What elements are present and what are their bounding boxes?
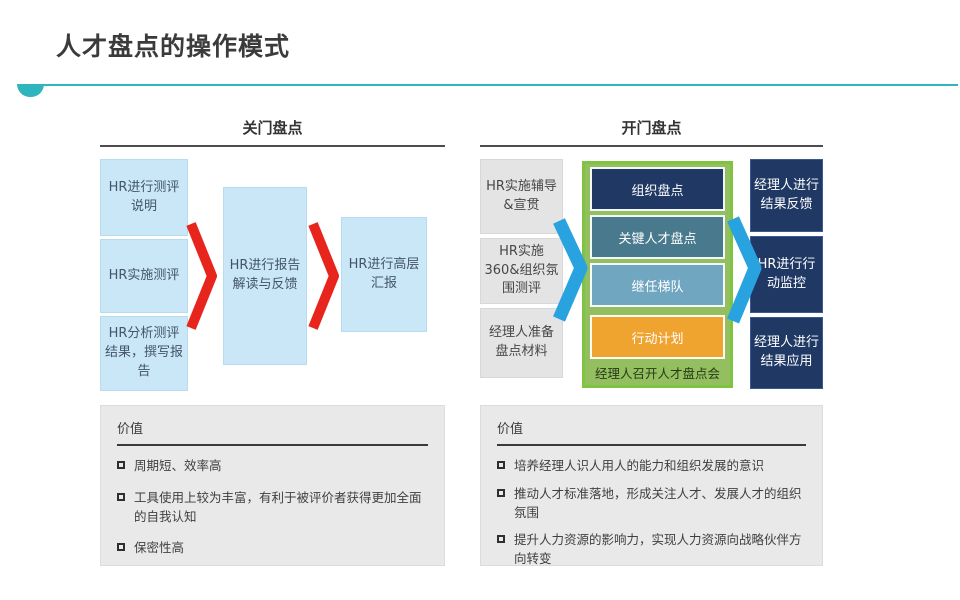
checkbox-bullet-icon: [497, 535, 505, 544]
meeting-item-key-talent-review: 关键人才盘点: [590, 215, 725, 259]
closed-value-item: 工具使用上较为丰富，有利于被评价者获得更加全面的自我认知: [117, 489, 428, 527]
closed-value-title: 价值: [117, 422, 144, 437]
open-value-item: 提升人力资源的影响力，实现人力资源向战略伙伴方向转变: [497, 531, 806, 569]
red-chevron-icon: [308, 222, 339, 330]
closed-value-panel: 价值 周期短、效率高 工具使用上较为丰富，有利于被评价者获得更加全面的自我认知 …: [100, 405, 445, 566]
open-section-header: 开门盘点: [621, 119, 682, 137]
open-value-item: 培养经理人识人用人的能力和组织发展的意识: [497, 457, 806, 476]
closed-section-rule: [100, 145, 445, 147]
checkbox-bullet-icon: [117, 461, 125, 469]
checkbox-bullet-icon: [117, 543, 125, 552]
meeting-caption: 经理人召开人才盘点会: [594, 366, 720, 381]
closed-step-2: HR实施测评: [100, 239, 188, 313]
blue-chevron-icon: [553, 218, 588, 322]
closed-value-item: 保密性高: [117, 539, 428, 558]
page-title: 人才盘点的操作模式: [56, 32, 291, 61]
open-output-3: 经理人进行结果应用: [750, 317, 823, 389]
meeting-item-org-review: 组织盘点: [590, 167, 725, 211]
closed-value-item-text: 保密性高: [134, 540, 185, 556]
open-value-item-text: 提升人力资源的影响力，实现人力资源向战略伙伴方向转变: [514, 532, 802, 566]
checkbox-bullet-icon: [497, 461, 505, 469]
red-chevron-icon: [186, 222, 217, 330]
closed-mid-box: HR进行报告解读与反馈: [223, 187, 307, 365]
closed-value-item: 周期短、效率高: [117, 457, 428, 476]
closed-value-item-text: 周期短、效率高: [134, 458, 222, 473]
closed-final-box: HR进行高层汇报: [341, 217, 427, 332]
open-value-item-text: 培养经理人识人用人的能力和组织发展的意识: [514, 458, 765, 473]
closed-section-header: 关门盘点: [242, 119, 303, 137]
open-output-2: HR进行行动监控: [750, 236, 823, 313]
closed-step-3: HR分析测评结果，撰写报告: [100, 316, 188, 391]
blue-chevron-icon: [726, 216, 762, 324]
closed-value-item-text: 工具使用上较为丰富，有利于被评价者获得更加全面的自我认知: [134, 489, 422, 524]
open-section-rule: [480, 145, 823, 147]
closed-value-rule: [117, 444, 428, 446]
closed-step-1: HR进行测评说明: [100, 159, 188, 236]
title-underline-dot: [17, 84, 44, 97]
open-value-rule: [497, 444, 806, 446]
meeting-item-action-plan: 行动计划: [590, 315, 725, 359]
open-output-1: 经理人进行结果反馈: [750, 159, 823, 232]
open-value-title: 价值: [497, 422, 524, 437]
open-value-panel: 价值 培养经理人识人用人的能力和组织发展的意识 推动人才标准落地，形成关注人才、…: [480, 405, 823, 566]
talent-review-meeting-panel: 组织盘点 关键人才盘点 继任梯队 行动计划 经理人召开人才盘点会: [582, 161, 733, 388]
checkbox-bullet-icon: [117, 492, 125, 501]
open-value-item-text: 推动人才标准落地，形成关注人才、发展人才的组织氛围: [514, 485, 802, 520]
open-input-1: HR实施辅导&宣贯: [480, 159, 563, 234]
open-input-3: 经理人准备盘点材料: [480, 308, 563, 378]
checkbox-bullet-icon: [497, 488, 505, 497]
open-value-item: 推动人才标准落地，形成关注人才、发展人才的组织氛围: [497, 485, 806, 523]
meeting-item-succession-pipeline: 继任梯队: [590, 263, 725, 307]
open-input-2: HR实施360&组织氛围测评: [480, 238, 563, 304]
title-underline: [30, 84, 958, 86]
